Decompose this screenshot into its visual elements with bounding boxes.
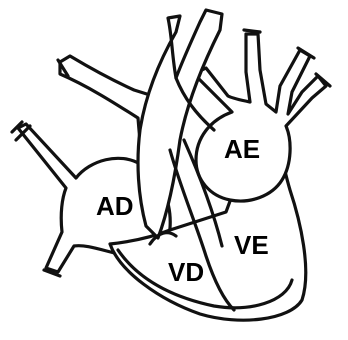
label-left-ventricle: VE <box>234 230 269 260</box>
label-right-ventricle: VD <box>168 257 204 287</box>
label-right-atrium: AD <box>96 191 134 221</box>
left-atrium <box>194 34 326 201</box>
label-left-atrium: AE <box>224 134 260 164</box>
